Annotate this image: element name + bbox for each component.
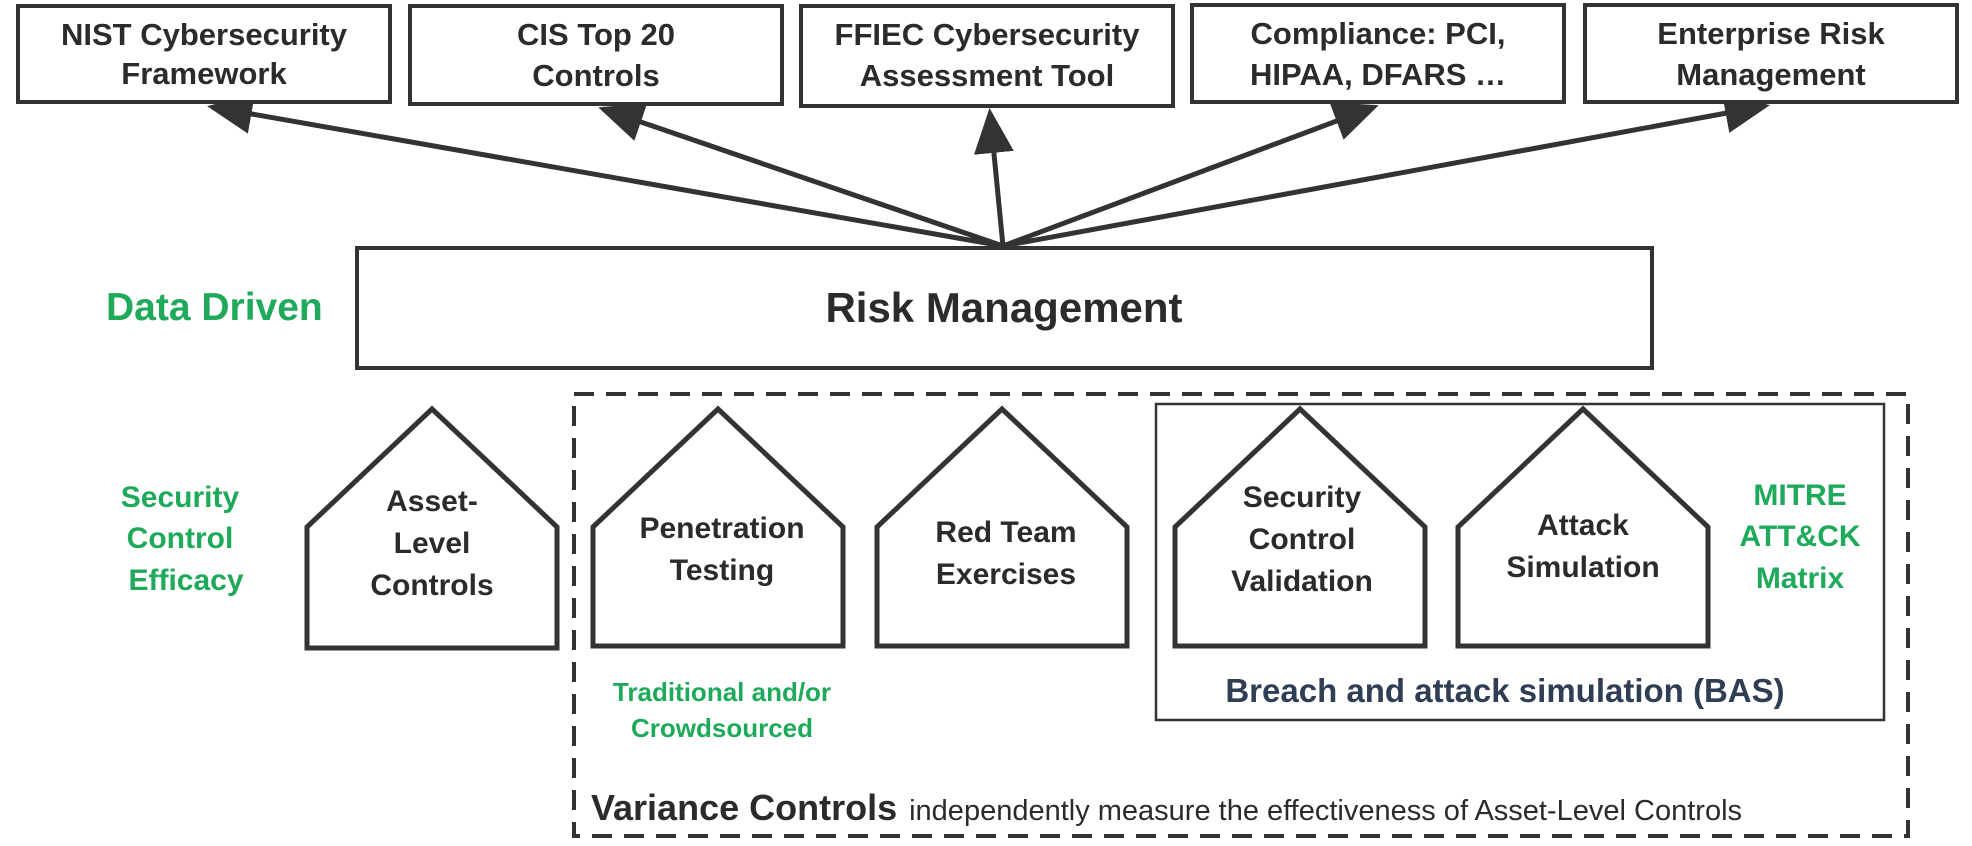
framework-erm-line-1: Enterprise Risk <box>1657 16 1885 51</box>
framework-ffiec-line-2: Assessment Tool <box>860 58 1114 93</box>
house-attack-line-2: Simulation <box>1506 551 1659 584</box>
arrow-to-nist <box>207 94 1004 249</box>
efficacy-line-1: Security <box>121 481 240 514</box>
arrow-to-erm <box>1002 93 1770 249</box>
data-driven-label: Data Driven <box>106 286 323 329</box>
arrows <box>207 93 1770 249</box>
arrow-to-ffiec <box>973 108 1014 247</box>
framework-box-compliance: Compliance: PCI, HIPAA, DFARS … <box>1190 3 1566 104</box>
risk-management-box: Risk Management <box>355 246 1654 370</box>
framework-nist-line-2: Framework <box>121 56 287 91</box>
house-scv-line-1: Security <box>1243 481 1362 514</box>
house-scv-line-3: Validation <box>1231 565 1373 598</box>
house-attack-simulation: Attack Simulation <box>1455 405 1711 649</box>
arrow-to-cis <box>598 103 1004 249</box>
house-pentest-line-2: Testing <box>670 554 774 587</box>
framework-box-cis: CIS Top 20 Controls <box>408 4 784 106</box>
house-red-team-exercises: Red Team Exercises <box>874 405 1130 649</box>
framework-cis-line-1: CIS Top 20 <box>517 17 675 52</box>
efficacy-line-3: Efficacy <box>128 564 243 597</box>
mitre-line-2: ATT&CK <box>1739 520 1860 553</box>
arrow-to-compliance <box>1002 102 1379 249</box>
mitre-attack-matrix-label: MITRE ATT&CK Matrix <box>1739 479 1860 595</box>
variance-controls-bold: Variance Controls <box>591 787 897 828</box>
framework-box-ffiec: FFIEC Cybersecurity Assessment Tool <box>799 4 1175 108</box>
bas-region <box>1154 402 1886 722</box>
framework-cis-line-2: Controls <box>532 58 659 93</box>
mitre-line-1: MITRE <box>1753 479 1846 512</box>
mitre-line-3: Matrix <box>1756 562 1845 595</box>
house-scv-line-2: Control <box>1249 523 1356 556</box>
house-security-control-validation: Security Control Validation <box>1172 405 1428 649</box>
house-asset-level-controls: Asset- Level Controls <box>304 405 560 651</box>
framework-box-erm: Enterprise Risk Management <box>1583 3 1959 104</box>
house-redteam-line-2: Exercises <box>936 558 1076 591</box>
bas-label: Breach and attack simulation (BAS) <box>1225 672 1784 709</box>
house-asset-line-2: Level <box>394 527 471 560</box>
house-penetration-testing: Penetration Testing <box>590 405 846 649</box>
house-attack-line-1: Attack <box>1537 509 1629 542</box>
house-redteam-line-1: Red Team <box>935 516 1076 549</box>
framework-ffiec-line-1: FFIEC Cybersecurity <box>835 17 1141 52</box>
framework-compliance-line-2: HIPAA, DFARS … <box>1250 57 1506 92</box>
variance-controls-rest: independently measure the effectiveness … <box>909 795 1742 827</box>
security-control-efficacy-label: Security Control Efficacy <box>121 481 244 597</box>
house-asset-line-1: Asset- <box>386 485 478 518</box>
framework-box-nist: NIST Cybersecurity Framework <box>16 4 392 104</box>
pen-test-note: Traditional and/or Crowdsourced <box>613 677 831 743</box>
variance-controls-region <box>572 392 1910 838</box>
variance-controls-caption: Variance Controls independently measure t… <box>591 787 1742 828</box>
pen-note-line-1: Traditional and/or <box>613 677 831 707</box>
framework-erm-line-2: Management <box>1676 57 1865 92</box>
framework-nist-line-1: NIST Cybersecurity <box>61 17 348 52</box>
house-asset-line-3: Controls <box>370 569 493 602</box>
efficacy-line-2: Control <box>127 522 234 555</box>
house-pentest-line-1: Penetration <box>639 512 804 545</box>
framework-compliance-line-1: Compliance: PCI, <box>1251 16 1506 51</box>
risk-management-label: Risk Management <box>825 284 1182 331</box>
pen-note-line-2: Crowdsourced <box>631 713 813 743</box>
